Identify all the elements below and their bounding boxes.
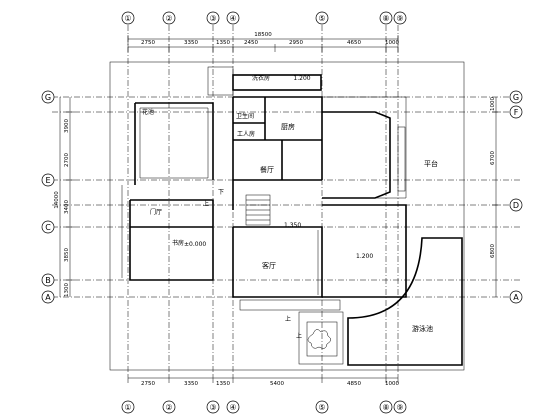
axis-2-top: ② [165, 14, 172, 23]
axis-A-right: A [513, 293, 519, 302]
axis-3-top: ③ [209, 14, 216, 23]
up-mark-2: 上 [296, 332, 302, 340]
axis-2-bottom: ② [165, 403, 172, 412]
axis-G-right: G [513, 93, 519, 102]
down-mark: 下 [218, 189, 224, 196]
laundry-label: 洗衣房 [252, 74, 270, 82]
bottom-dim-5: 4850 [347, 381, 361, 387]
site-boundary [109, 61, 465, 371]
axis-5-top: ⑤ [318, 14, 325, 23]
axis-9-bottom: ⑨ [396, 403, 403, 412]
terrace-elevation: 1.200 [356, 253, 373, 260]
axis-D-right: D [513, 201, 519, 210]
hall-label: 门厅 [150, 208, 162, 216]
study-elevation: ±0.000 [184, 241, 206, 248]
axis-A-left: A [45, 293, 51, 302]
axis-5-bottom: ⑤ [318, 403, 325, 412]
bottom-dim-6: 1000 [385, 381, 399, 387]
left-dim-3: 3400 [64, 200, 70, 214]
laundry-elevation: 1.200 [293, 75, 310, 82]
terrace-label: 平台 [424, 159, 438, 168]
living-label: 客厅 [262, 261, 276, 270]
axis-F-right: F [514, 108, 519, 117]
building-walls [121, 66, 463, 366]
left-dim-1: 3900 [64, 119, 70, 133]
axis-E-left: E [45, 176, 50, 185]
right-dim-3: 6800 [490, 244, 496, 258]
top-dim-2: 3350 [184, 40, 198, 46]
bottom-dim-1: 2750 [141, 381, 155, 387]
axis-1-bottom: ① [124, 403, 131, 412]
axis-G-left: G [45, 93, 51, 102]
right-axis-markers: G F D A [509, 90, 523, 304]
kitchen-label: 厨房 [281, 122, 295, 131]
bottom-dimension-chain: 2750 3350 1350 5400 4850 1000 [127, 374, 399, 387]
study-label: 书房 [172, 239, 184, 247]
left-dim-5: 1300 [64, 283, 70, 297]
left-total-dim: 14000 [54, 191, 60, 209]
axis-B-left: B [45, 276, 51, 285]
bottom-dim-2: 3350 [184, 381, 198, 387]
room-labels: 洗衣房 1.200 花池 卫生间 厨房 工人房 餐厅 平台 门厅 下 上 书房 … [142, 74, 438, 340]
top-total-dim: 18500 [254, 32, 272, 38]
left-dimension-chain: 14000 3900 2700 3400 3850 1300 [54, 97, 74, 297]
axis-4-bottom: ④ [229, 403, 236, 412]
top-dim-5: 2950 [289, 40, 303, 46]
bottom-dim-4: 5400 [270, 381, 284, 387]
bathroom-label: 卫生间 [236, 112, 254, 120]
top-dim-1: 2750 [141, 40, 155, 46]
right-dimension-chain: 1000 6700 6800 [490, 97, 500, 297]
axis-C-left: C [45, 223, 51, 232]
left-axis-markers: G E C B A [41, 90, 55, 304]
garden-label: 花池 [142, 108, 154, 116]
right-dim-1: 1000 [490, 97, 496, 111]
top-dim-4: 2450 [244, 40, 258, 46]
dining-label: 餐厅 [260, 165, 274, 174]
top-axis-markers: ① ② ③ ④ ⑤ ⑧ ⑨ [121, 11, 407, 373]
top-dim-3: 1350 [216, 40, 230, 46]
right-dim-2: 6700 [490, 151, 496, 165]
axis-8-bottom: ⑧ [382, 403, 389, 412]
bottom-axis-markers: ① ② ③ ④ ⑤ ⑧ ⑨ [121, 400, 407, 414]
left-dim-4: 3850 [64, 248, 70, 262]
axis-9-top: ⑨ [396, 14, 403, 23]
top-dimension-chain: 18500 2750 3350 1350 2450 2950 4650 1000 [127, 32, 399, 52]
stair-up-mark: 上 [203, 200, 209, 208]
top-dim-7: 1000 [385, 40, 399, 46]
axis-3-bottom: ③ [209, 403, 216, 412]
pool-label: 游泳池 [412, 324, 433, 333]
axis-1-top: ① [124, 14, 131, 23]
left-dim-2: 2700 [64, 153, 70, 167]
bottom-dim-3: 1350 [216, 381, 230, 387]
axis-8-top: ⑧ [382, 14, 389, 23]
up-mark-1: 上 [285, 315, 291, 323]
top-dim-6: 4650 [347, 40, 361, 46]
axis-4-top: ④ [229, 14, 236, 23]
stair-elevation: 1.350 [284, 222, 301, 229]
servant-room-label: 工人房 [237, 130, 255, 138]
